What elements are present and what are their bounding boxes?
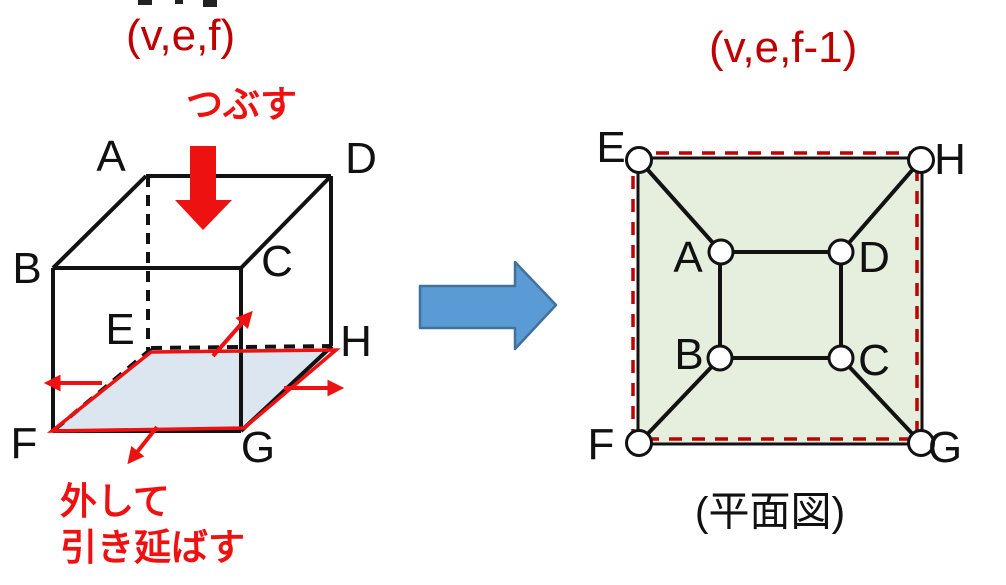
graph-vertex-label-a: A (673, 233, 703, 282)
right-formula: (v,e,f-1) (709, 23, 858, 72)
transform-right-arrow-icon (418, 260, 558, 351)
planar-inner-square (718, 250, 843, 360)
vertex-node-h (907, 146, 935, 174)
stretch-arrow-upright-icon (211, 310, 253, 358)
vertex-node-a (707, 238, 735, 266)
graph-vertex-label-c: C (858, 336, 890, 385)
cube-vertex-label-c: C (261, 237, 293, 286)
left-formula: (v,e,f) (126, 11, 236, 60)
planar-diagonal-edges (637, 158, 923, 445)
vertex-node-d (827, 238, 855, 266)
stretch-arrow-downleft-icon (127, 425, 159, 465)
cube-vertex-label-b: B (12, 244, 42, 293)
detach-label-line2: 引き延ばす (60, 527, 245, 568)
vertex-node-c (827, 344, 855, 372)
cube-vertex-label-f: F (10, 419, 38, 468)
detached-face-outline (46, 348, 341, 433)
vertex-node-b (706, 344, 734, 372)
removed-face-dashed-outline (631, 151, 919, 441)
cube-3d (43, 146, 345, 465)
graph-vertex-label-g: G (927, 423, 963, 472)
cube-vertex-label-d: D (345, 134, 377, 183)
cube-vertex-label-g: G (240, 423, 276, 472)
cropped-text-artifact (138, 0, 217, 7)
graph-vertex-label-d: D (858, 233, 890, 282)
cube-vertex-label-a: A (96, 132, 126, 181)
graph-vertex-label-f: F (587, 420, 615, 469)
detach-label-line1: 外して (60, 481, 170, 522)
vertex-node-f (625, 429, 653, 457)
cube-vertex-label-h: H (340, 317, 372, 366)
cube-vertex-label-e: E (105, 305, 135, 354)
graph-vertex-label-e: E (596, 123, 626, 172)
crush-label: つぶす (186, 84, 297, 125)
planar-vertex-nodes (625, 146, 935, 457)
vertex-node-g (907, 429, 935, 457)
crush-down-arrow-icon (175, 146, 232, 230)
stretch-arrows (43, 310, 345, 465)
graph-vertex-label-h: H (934, 135, 966, 184)
planar-graph (625, 146, 935, 457)
planar-caption: (平面図) (694, 488, 846, 535)
graph-vertex-label-b: B (674, 330, 704, 379)
cube-bottom-face-highlight (52, 350, 336, 431)
vertex-node-e (625, 146, 653, 174)
